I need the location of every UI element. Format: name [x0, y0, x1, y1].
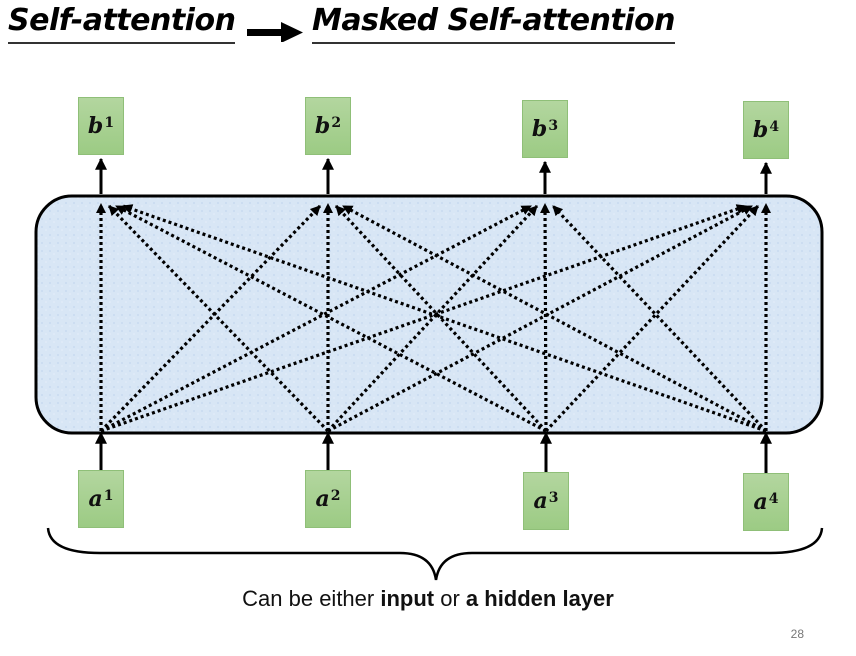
output-vector-b4-superscript: 4: [769, 119, 780, 135]
curly-brace: [46, 527, 824, 581]
io-arrows: [95, 157, 772, 473]
attention-link-a1-b3: [100, 204, 532, 433]
output-vector-b3-base: b: [531, 116, 548, 142]
output-vector-b1-base: b: [87, 113, 104, 139]
output-vector-b4-base: b: [752, 117, 769, 143]
output-vector-b1-superscript: 1: [104, 115, 115, 131]
attention-link-a3-b3: [539, 202, 551, 432]
input-vector-a3-base: a: [533, 488, 548, 514]
input-vector-a1-base: a: [88, 486, 103, 512]
title-masked-self-attention: Masked Self-attention: [312, 2, 676, 44]
output-vector-b2-base: b: [314, 113, 331, 139]
output-vector-b3-superscript: 3: [548, 118, 559, 134]
right-arrow-icon: [247, 22, 303, 42]
attention-link-a2-b4: [327, 204, 753, 433]
title-self-attention: Self-attention: [8, 2, 236, 44]
caption: Can be either input or a hidden layer: [242, 586, 614, 611]
attention-link-a2-b1: [107, 204, 330, 433]
attention-links: [95, 202, 772, 433]
attention-link-a1-b2: [99, 204, 322, 433]
input-vector-a2-superscript: 2: [330, 488, 341, 504]
input-vector-a3-superscript: 3: [548, 490, 559, 506]
attention-link-a3-b1: [115, 204, 547, 433]
input-vector-a2-base: a: [315, 486, 330, 512]
attention-link-a4-b2: [342, 204, 767, 433]
input-vector-a1-superscript: 1: [103, 488, 114, 504]
page-number: 28: [790, 627, 804, 641]
output-vector-b2-superscript: 2: [331, 115, 342, 131]
input-vector-a4-superscript: 4: [768, 491, 779, 507]
attention-link-a4-b3: [551, 204, 768, 433]
input-vector-a4-base: a: [753, 489, 768, 515]
